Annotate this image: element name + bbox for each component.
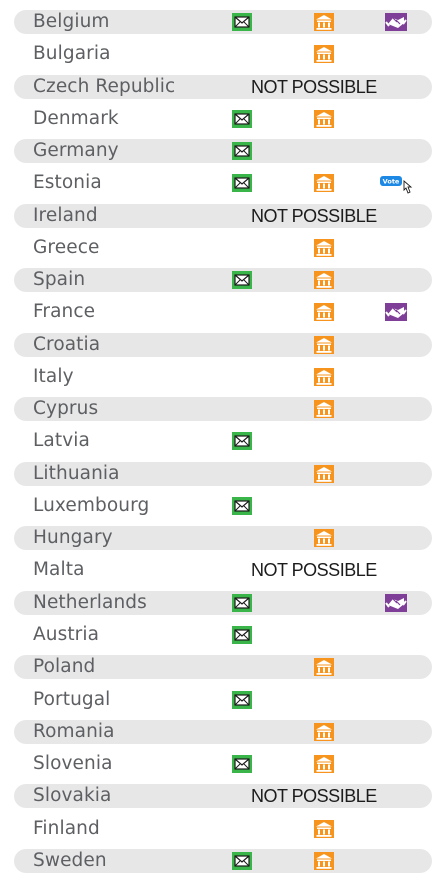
envelope-icon <box>232 496 252 515</box>
country-name: France <box>33 301 96 323</box>
bank-building-icon <box>314 271 334 290</box>
table-row: Denmark <box>14 107 432 131</box>
country-name: Portugal <box>33 688 111 710</box>
handshake-icon <box>385 13 407 31</box>
country-name: Czech Republic <box>33 75 176 97</box>
country-name: Spain <box>33 269 86 291</box>
table-row: Italy <box>14 365 432 389</box>
envelope-icon <box>232 174 252 193</box>
envelope-icon <box>232 142 252 160</box>
envelope-icon <box>232 851 252 870</box>
table-row: Estonia Vote <box>14 171 432 195</box>
table-row: France <box>14 300 432 324</box>
table-row: Portugal <box>14 688 432 712</box>
bank-building-icon <box>314 174 334 193</box>
envelope-icon <box>232 755 252 773</box>
table-row: Netherlands <box>14 590 432 615</box>
table-row: Finland <box>14 817 432 841</box>
table-row: Bulgaria <box>14 42 432 66</box>
envelope-icon <box>232 432 252 451</box>
not-possible-label: NOT POSSIBLE <box>251 76 377 97</box>
table-row: Malta NOT POSSIBLE <box>14 558 432 582</box>
country-name: Belgium <box>33 11 110 32</box>
country-name: Bulgaria <box>33 43 111 65</box>
country-name: Lithuania <box>33 462 120 484</box>
country-name: Latvia <box>33 430 90 452</box>
country-name: Cyprus <box>33 398 99 420</box>
country-name: Hungary <box>33 527 113 549</box>
country-name: Greece <box>33 236 100 258</box>
table-row: Czech Republic NOT POSSIBLE <box>14 74 432 99</box>
country-name: Italy <box>33 365 74 387</box>
country-name: Romania <box>33 720 115 742</box>
country-name: Estonia <box>33 172 102 194</box>
bank-building-icon <box>314 464 334 483</box>
envelope-icon <box>232 13 252 31</box>
table-row: Sweden <box>14 848 432 873</box>
bank-building-icon <box>314 45 334 64</box>
country-name: Croatia <box>33 333 101 355</box>
table-row: Cyprus <box>14 397 432 422</box>
table-row: Belgium <box>14 10 432 34</box>
bank-building-icon <box>314 238 334 257</box>
table-row: Lithuania <box>14 461 432 486</box>
handshake-icon <box>385 593 407 612</box>
envelope-icon <box>232 109 252 128</box>
table-row: Slovakia NOT POSSIBLE <box>14 784 432 809</box>
country-name: Netherlands <box>33 591 147 613</box>
country-name: Denmark <box>33 107 119 129</box>
bank-building-icon <box>314 722 334 741</box>
bank-building-icon <box>314 367 334 386</box>
envelope-icon <box>232 690 252 709</box>
country-name: Slovenia <box>33 753 113 774</box>
country-name: Finland <box>33 817 100 839</box>
vote-label: Vote <box>383 178 400 186</box>
country-name: Sweden <box>33 849 107 871</box>
country-name: Slovakia <box>33 785 112 807</box>
bank-building-icon <box>314 13 334 31</box>
not-possible-label: NOT POSSIBLE <box>251 786 377 807</box>
table-row: Latvia <box>14 429 432 453</box>
table-row: Ireland NOT POSSIBLE <box>14 203 432 228</box>
bank-building-icon <box>314 335 334 354</box>
bank-building-icon <box>314 400 334 419</box>
bank-building-icon <box>314 851 334 870</box>
table-row: Romania <box>14 719 432 744</box>
table-row: Slovenia <box>14 752 432 776</box>
envelope-icon <box>232 593 252 612</box>
country-name: Poland <box>33 656 96 678</box>
envelope-icon <box>232 625 252 644</box>
country-name: Austria <box>33 623 100 645</box>
bank-building-icon <box>314 109 334 128</box>
table-row: Poland <box>14 655 432 680</box>
table-row: Germany <box>14 139 432 163</box>
country-name: Ireland <box>33 204 98 226</box>
table-row: Croatia <box>14 332 432 357</box>
country-name: Germany <box>33 140 119 161</box>
bank-building-icon <box>314 658 334 677</box>
bank-building-icon <box>314 819 334 838</box>
table-row: Austria <box>14 623 432 647</box>
not-possible-label: NOT POSSIBLE <box>251 205 377 226</box>
bank-building-icon <box>314 529 334 548</box>
country-name: Malta <box>33 559 85 581</box>
bank-building-icon <box>314 303 334 322</box>
envelope-icon <box>232 271 252 290</box>
table-row: Hungary <box>14 526 432 551</box>
handshake-icon <box>385 303 407 322</box>
vote-button-icon: Vote <box>380 172 414 194</box>
not-possible-label: NOT POSSIBLE <box>251 560 377 581</box>
table-row: Luxembourg <box>14 494 432 518</box>
bank-building-icon <box>314 755 334 773</box>
table-row: Greece <box>14 236 432 260</box>
country-name: Luxembourg <box>33 494 150 516</box>
table-row: Spain <box>14 268 432 293</box>
